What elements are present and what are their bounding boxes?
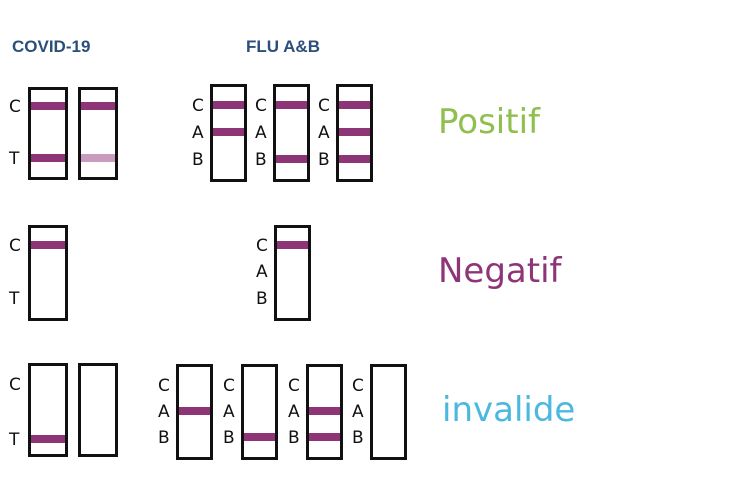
flu-b-line [276,155,307,163]
flu-test-strip [210,84,247,182]
test-line [31,435,65,443]
flu-a-line [213,128,244,136]
control-line [276,101,307,109]
flu-c-label: C [223,376,235,396]
test-line [81,154,115,162]
covid-t-label: T [8,430,20,450]
flu-b-line [339,155,370,163]
flu-a-label: A [255,123,267,143]
flu-a-line [309,407,340,415]
flu-test-strip [274,225,311,321]
flu-c-label: C [255,96,267,116]
flu-a-label: A [256,262,268,282]
flu-a-label: A [158,402,170,422]
flu-a-label: A [288,402,300,422]
control-line [339,101,370,109]
control-line [213,101,244,109]
control-line [31,241,65,249]
flu-a-label: A [318,123,330,143]
flu-c-label: C [352,376,364,396]
test-line [31,154,65,162]
flu-c-label: C [318,96,330,116]
covid-test-strip [28,87,68,180]
covid-t-label: T [8,289,20,309]
covid-c-label: C [9,236,21,256]
flu-test-strip [273,84,310,182]
flu-test-strip [241,364,278,460]
covid-test-strip [28,225,68,321]
flu-b-label: B [318,150,330,170]
flu-b-label: B [192,150,204,170]
result-negatif-label: Negatif [438,251,563,291]
covid-test-strip [78,87,118,180]
result-invalide-label: invalide [442,390,575,430]
flu-c-label: C [192,96,204,116]
flu-b-label: B [256,289,268,309]
flu-a-label: A [192,123,204,143]
covid-c-label: C [9,97,21,117]
flu-c-label: C [288,376,300,396]
covid-test-strip [28,363,68,457]
flu-test-strip [336,84,373,182]
flu-a-line [339,128,370,136]
flu-a-line [179,407,210,415]
flu-b-line [309,433,340,441]
control-line [31,102,65,110]
control-line [81,102,115,110]
flu-test-strip [370,364,407,460]
flu-b-label: B [158,428,170,448]
flu-b-label: B [223,428,235,448]
covid-c-label: C [9,375,21,395]
flu-a-label: A [223,402,235,422]
flu-b-label: B [288,428,300,448]
result-positif-label: Positif [438,102,541,142]
covid-test-strip [78,363,118,457]
covid-header: COVID-19 [12,37,90,56]
control-line [277,241,308,249]
flu-b-label: B [352,428,364,448]
flu-c-label: C [158,376,170,396]
flu-test-strip [306,364,343,460]
flu-test-strip [176,364,213,460]
covid-t-label: T [8,149,20,169]
flu-c-label: C [256,236,268,256]
flu-b-line [244,433,275,441]
flu-header: FLU A&B [246,37,320,56]
flu-b-label: B [255,150,267,170]
flu-a-label: A [352,402,364,422]
